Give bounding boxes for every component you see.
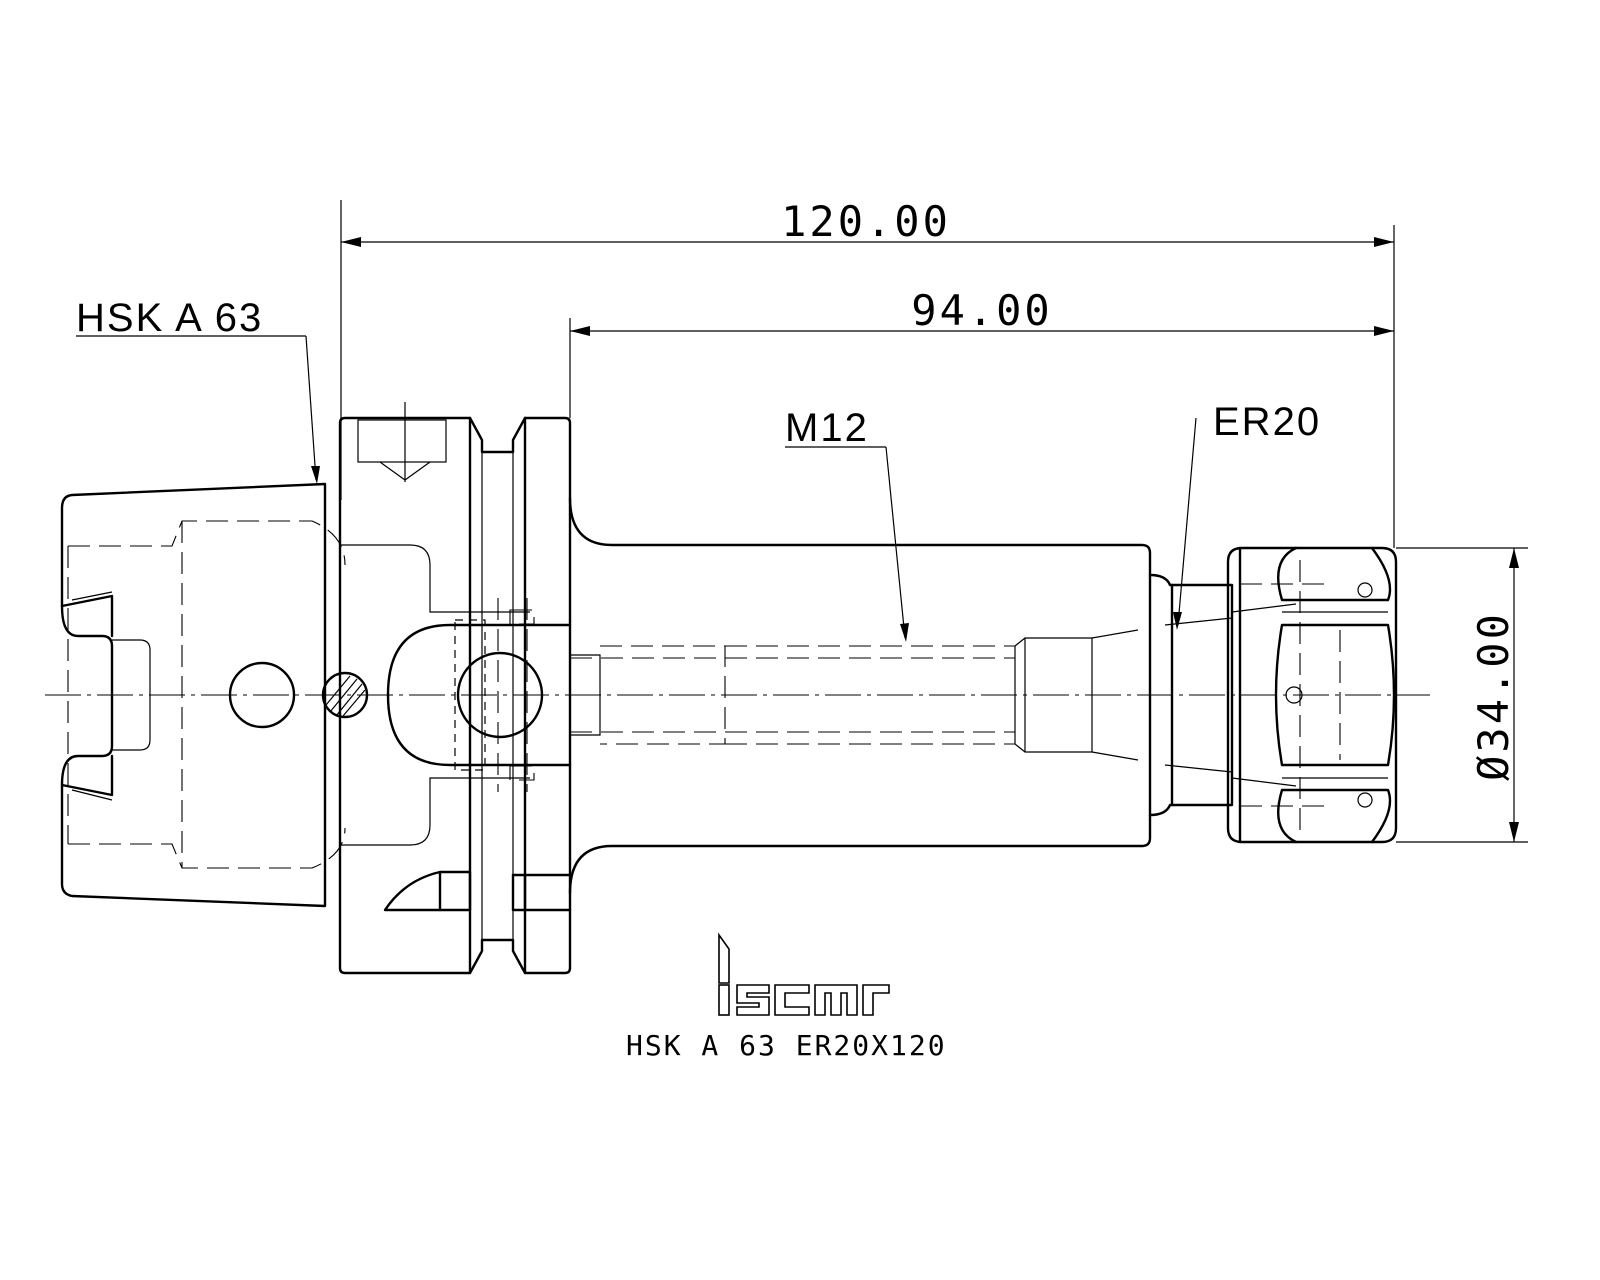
callout-collet: ER20: [1173, 400, 1321, 630]
overall-length-value: 120.00: [781, 197, 951, 246]
brand-logo: iscar: [718, 932, 890, 1016]
interface-label: HSK A 63: [76, 296, 263, 340]
dimension-nut-diameter: Ø34.00: [1396, 547, 1528, 843]
dimension-gauge-length: 94.00: [569, 286, 1394, 418]
thread-label: M12: [785, 406, 869, 450]
gauge-length-value: 94.00: [911, 286, 1052, 335]
holder-body: [568, 496, 1152, 895]
flange: [338, 402, 572, 975]
collet-label: ER20: [1213, 400, 1321, 444]
nut-diameter-value: Ø34.00: [1469, 611, 1518, 781]
callout-interface: HSK A 63: [76, 296, 320, 484]
hsk-taper-shank: [60, 482, 369, 908]
clamping-nut: [1226, 546, 1398, 844]
callout-thread: M12: [785, 406, 909, 642]
tool-designation: HSK A 63 ER20X120: [626, 1029, 947, 1062]
dimension-overall-length: 120.00: [340, 197, 1395, 548]
